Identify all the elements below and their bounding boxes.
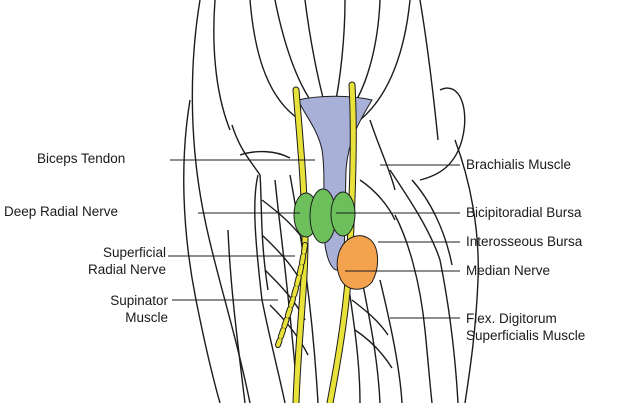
label-supinator-muscle-line1: Supinator [110, 293, 168, 308]
label-superficial-radial-nerve-line2: Radial Nerve [87, 262, 166, 277]
label-median-nerve: Median Nerve [466, 263, 551, 278]
label-flex-digitorum-line1: Flex. Digitorum [466, 311, 557, 326]
label-bicipitoradial-bursa: Bicipitoradial Bursa [466, 205, 582, 220]
bicipitoradial-bursa-shape [293, 188, 356, 244]
label-interosseous-bursa: Interosseous Bursa [466, 234, 583, 249]
leader-lines [168, 159, 460, 319]
label-superficial-radial-nerve-line1: Superficial [102, 245, 166, 260]
label-supinator-muscle-line2: Muscle [125, 310, 168, 325]
label-flex-digitorum: Flex. Digitorum Superficialis Muscle [466, 310, 585, 344]
label-brachialis-muscle: Brachialis Muscle [466, 157, 572, 172]
label-deep-radial-nerve: Deep Radial Nerve [4, 204, 119, 219]
label-superficial-radial-nerve: Superficial Radial Nerve [58, 244, 166, 278]
label-flex-digitorum-line2: Superficialis Muscle [466, 328, 586, 343]
label-supinator-muscle: Supinator Muscle [70, 292, 168, 326]
label-biceps-tendon: Biceps Tendon [37, 151, 126, 166]
interosseous-bursa-shape [336, 235, 378, 290]
